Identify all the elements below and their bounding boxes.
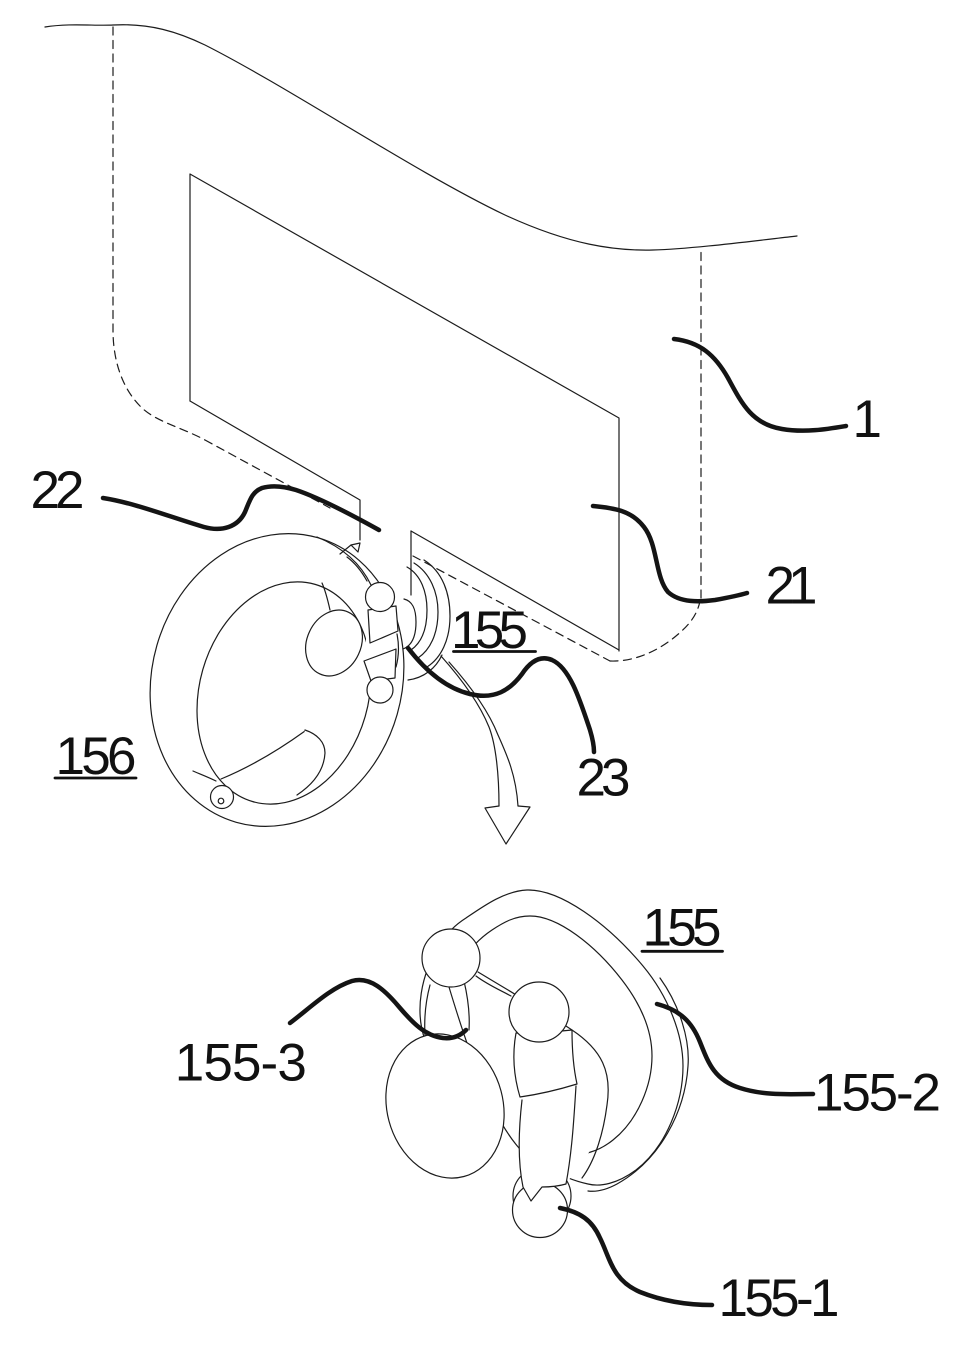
svg-text:22: 22 [31,461,85,520]
svg-text:21: 21 [766,557,818,616]
svg-text:155-2: 155-2 [814,1064,941,1123]
svg-text:156: 156 [56,727,137,786]
svg-text:155-1: 155-1 [719,1269,840,1328]
svg-text:155-3: 155-3 [175,1034,307,1093]
svg-text:23: 23 [577,749,631,808]
svg-text:155: 155 [643,899,722,958]
svg-text:1: 1 [853,390,882,449]
